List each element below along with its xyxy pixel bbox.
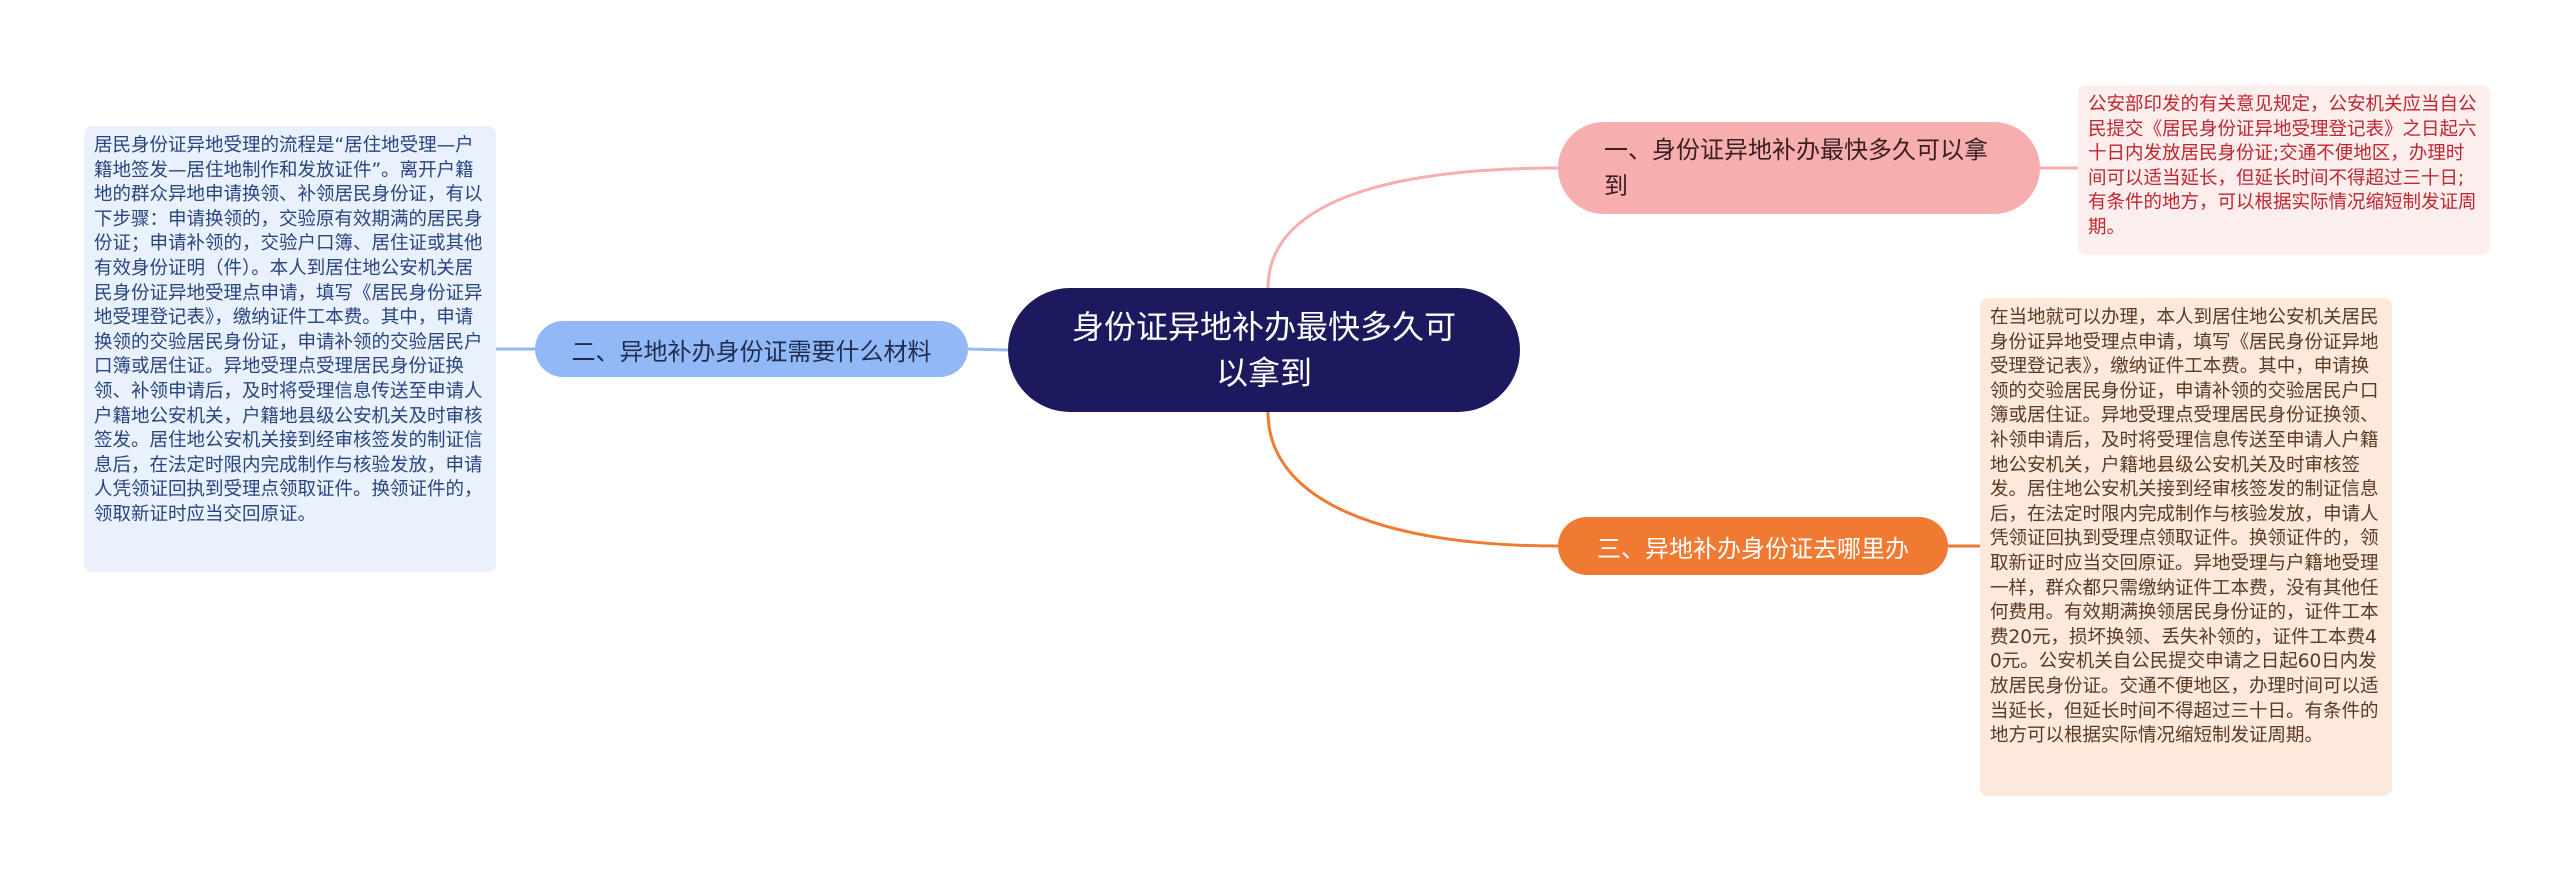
connector-center-to-branch-3 [1266,411,1559,548]
branch-topic-3[interactable]: 三、异地补办身份证去哪里办 [1558,517,1948,575]
central-topic-label: 身份证异地补办最快多久可以拿到 [1071,308,1456,392]
detail-note-1-text: 公安部印发的有关意见规定，公安机关应当自公民提交《居民身份证异地受理登记表》之日… [2088,94,2477,238]
central-topic[interactable]: 身份证异地补办最快多久可以拿到 [1008,288,1520,412]
branch-topic-3-label: 三、异地补办身份证去哪里办 [1597,534,1909,563]
detail-note-2: 居民身份证异地受理的流程是“居住地受理—户籍地签发—居住地制作和发放证件”。离开… [84,126,496,572]
branch-topic-2[interactable]: 二、异地补办身份证需要什么材料 [535,321,968,377]
connector-center-to-branch-2 [967,347,1009,352]
connector-center-to-branch-1 [1266,166,1559,289]
detail-note-3: 在当地就可以办理，本人到居住地公安机关居民身份证异地受理点申请，填写《居民身份证… [1980,298,2392,796]
detail-note-2-text: 居民身份证异地受理的流程是“居住地受理—户籍地签发—居住地制作和发放证件”。离开… [94,135,483,525]
detail-note-3-text: 在当地就可以办理，本人到居住地公安机关居民身份证异地受理点申请，填写《居民身份证… [1990,307,2379,747]
branch-topic-1[interactable]: 一、身份证异地补办最快多久可以拿到 [1558,122,2040,214]
branch-topic-1-label: 一、身份证异地补办最快多久可以拿到 [1604,136,1988,200]
detail-note-1: 公安部印发的有关意见规定，公安机关应当自公民提交《居民身份证异地受理登记表》之日… [2078,85,2490,255]
branch-topic-2-label: 二、异地补办身份证需要什么材料 [571,337,932,366]
